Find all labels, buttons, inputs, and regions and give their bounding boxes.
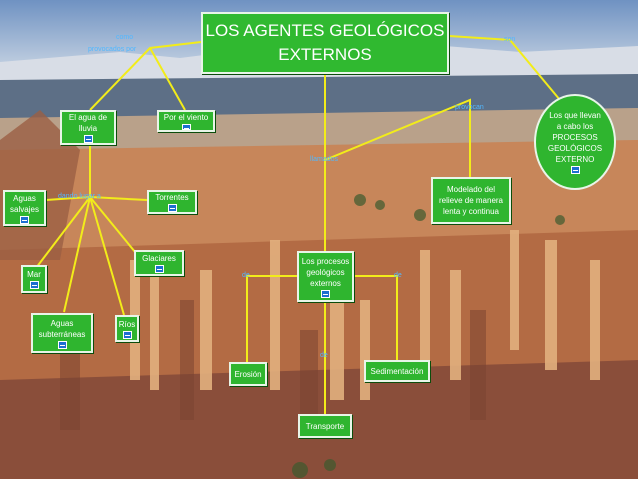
node-procesos-l1: Los procesos: [301, 256, 350, 266]
node-transporte[interactable]: Transporte: [298, 414, 352, 438]
document-icon[interactable]: [122, 330, 132, 339]
node-agua-lluvia-l1: El agua de: [68, 113, 108, 122]
line-hub-salvajes: [45, 196, 91, 201]
line-hub-glaciares: [89, 196, 141, 259]
link-label-de-2: de: [394, 272, 402, 279]
node-procesos[interactable]: Los procesos geológicos externos: [297, 251, 354, 302]
node-modelado-l2: relieve de manera: [438, 196, 504, 205]
document-icon[interactable]: [83, 135, 93, 143]
node-transporte-l1: Transporte: [305, 421, 345, 431]
node-circulo-l1: Los que llevan: [549, 111, 601, 120]
node-circulo-l5: EXTERNO: [555, 155, 595, 164]
line-hub-mar: [35, 196, 91, 269]
node-por-viento-l1: Por el viento: [163, 113, 209, 122]
node-erosion[interactable]: Erosión: [229, 362, 267, 386]
line-title-modelado: [324, 74, 471, 178]
node-aguas-subterraneas-l1: Aguas: [50, 318, 74, 328]
node-torrentes[interactable]: Torrentes: [147, 190, 197, 214]
document-icon[interactable]: [20, 215, 29, 224]
node-torrentes-l1: Torrentes: [155, 193, 189, 202]
node-circulo-l2: a cabo los: [556, 122, 594, 131]
link-label-dando-lugar: dando lugar a: [58, 193, 101, 200]
line-title-viento: [149, 47, 186, 111]
node-rios-l1: Ríos: [118, 319, 136, 329]
document-icon[interactable]: [167, 204, 177, 212]
node-circulo-l4: GEOLÓGICOS: [547, 144, 603, 153]
node-erosion-l1: Erosión: [234, 369, 262, 379]
node-agua-lluvia-l2: lluvia: [78, 124, 98, 133]
link-label-como: como: [116, 34, 134, 41]
line-hub-rios: [89, 196, 125, 316]
node-aguas-salvajes[interactable]: Aguas salvajes: [3, 190, 46, 226]
link-label-de-3: de: [320, 352, 328, 359]
document-icon[interactable]: [321, 289, 330, 298]
link-label-provocan: provocan: [455, 104, 484, 111]
link-label-llamados: llamados: [310, 156, 339, 163]
node-aguas-subterraneas-l2: subterráneas: [38, 329, 86, 339]
line-hub-torrentes: [89, 196, 148, 201]
node-aguas-subterraneas[interactable]: Aguas subterráneas: [31, 313, 93, 353]
link-label-son: son: [504, 36, 516, 43]
node-sedimentacion[interactable]: Sedimentación: [364, 360, 430, 382]
title-line-1: LOS AGENTES GEOLÓGICOS: [205, 21, 445, 40]
node-por-viento[interactable]: Por el viento: [157, 110, 215, 132]
node-modelado-l1: Modelado del: [446, 185, 496, 194]
document-icon[interactable]: [154, 265, 164, 273]
document-icon[interactable]: [57, 340, 67, 349]
line-procesos-sedimentacion: [354, 275, 398, 360]
node-procesos-l3: externos: [310, 278, 341, 288]
node-modelado-l3: lenta y continua: [442, 207, 500, 216]
node-mar[interactable]: Mar: [21, 265, 47, 293]
node-circulo[interactable]: Los que llevan a cabo los PROCESOS GEOLÓ…: [534, 94, 616, 190]
node-modelado[interactable]: Modelado del relieve de manera lenta y c…: [431, 177, 511, 224]
line-title-circulo: [448, 35, 561, 101]
title-line-2: EXTERNOS: [278, 45, 372, 64]
document-icon[interactable]: [29, 281, 39, 289]
node-aguas-salvajes-l2: salvajes: [10, 204, 39, 214]
node-agua-lluvia[interactable]: El agua de lluvia: [60, 110, 116, 145]
line-procesos-erosion: [246, 275, 298, 362]
document-icon[interactable]: [570, 166, 580, 174]
node-glaciares-l1: Glaciares: [142, 254, 176, 263]
link-label-provocados: provocados por: [88, 46, 137, 53]
line-hub-subterraneas: [63, 196, 91, 313]
title-node[interactable]: LOS AGENTES GEOLÓGICOS EXTERNOS: [201, 12, 449, 74]
link-label-de-1: de: [242, 272, 250, 279]
node-mar-l1: Mar: [27, 270, 41, 279]
document-icon[interactable]: [181, 124, 191, 130]
node-rios[interactable]: Ríos: [115, 315, 139, 342]
node-procesos-l2: geológicos: [306, 267, 345, 277]
node-aguas-salvajes-l1: Aguas: [13, 193, 36, 203]
node-circulo-l3: PROCESOS: [552, 133, 598, 142]
node-sedimentacion-l1: Sedimentación: [370, 366, 424, 376]
node-glaciares[interactable]: Glaciares: [134, 250, 184, 276]
